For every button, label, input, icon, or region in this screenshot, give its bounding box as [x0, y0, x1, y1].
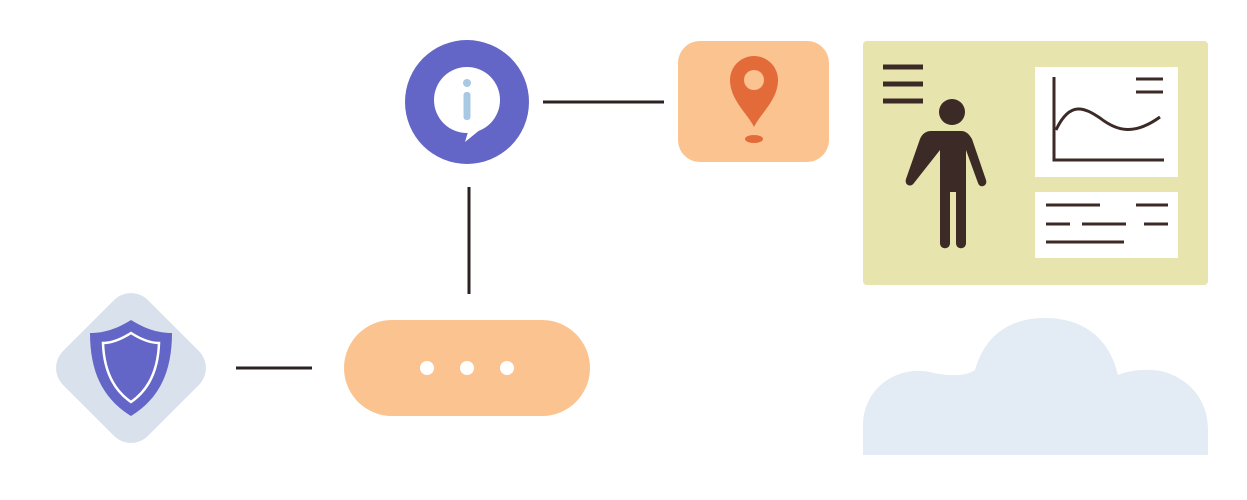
- menu-icon: [883, 64, 923, 104]
- location-node[interactable]: [678, 41, 829, 162]
- ellipsis-icon: [420, 361, 514, 375]
- shield-icon: [90, 320, 172, 416]
- info-bubble-icon: [434, 67, 500, 142]
- line-chart-icon: [1052, 77, 1164, 162]
- cloud-shape: [863, 318, 1208, 455]
- security-node[interactable]: [46, 283, 216, 453]
- text-lines-icon: [1046, 203, 1168, 244]
- chat-node[interactable]: [344, 320, 590, 416]
- chart-card: [1035, 67, 1178, 177]
- info-node[interactable]: [405, 40, 529, 164]
- person-icon: [905, 99, 987, 249]
- profile-dashboard-panel: [863, 41, 1208, 285]
- map-pin-icon: [730, 56, 778, 143]
- text-card: [1035, 192, 1178, 258]
- connectors: [236, 100, 664, 370]
